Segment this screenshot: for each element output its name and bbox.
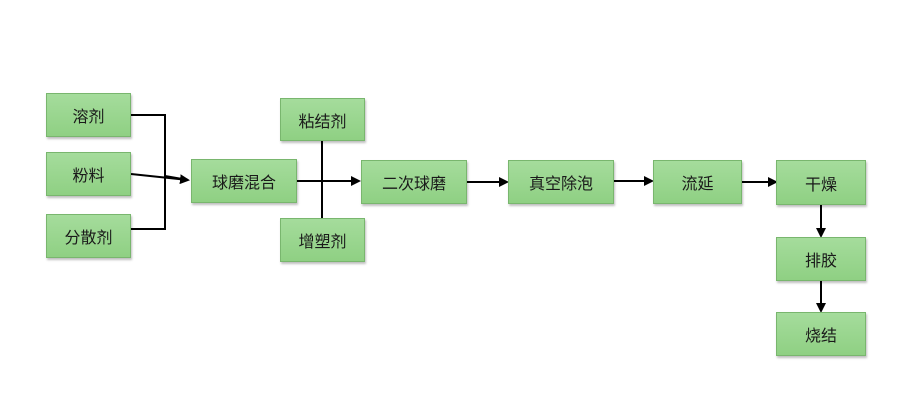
- node-ball-mill-mix: 球磨混合: [191, 159, 297, 203]
- node-secondary-ball-mill: 二次球磨: [361, 160, 467, 204]
- node-powder: 粉料: [46, 152, 131, 196]
- edge-dispersant-to-merge: [131, 176, 166, 230]
- node-solvent: 溶剂: [46, 93, 131, 137]
- node-drying: 干燥: [776, 160, 866, 205]
- edge-merge-to-ball-mill-mix: [164, 175, 189, 181]
- node-tape-casting: 流延: [653, 160, 742, 204]
- node-debinding: 排胶: [776, 237, 866, 281]
- node-binder: 粘结剂: [280, 98, 365, 141]
- edge-solvent-to-merge: [131, 114, 166, 176]
- node-vacuum-deaeration: 真空除泡: [508, 160, 614, 204]
- node-plasticizer: 增塑剂: [280, 218, 365, 262]
- node-dispersant: 分散剂: [46, 214, 131, 258]
- node-sintering: 烧结: [776, 312, 866, 356]
